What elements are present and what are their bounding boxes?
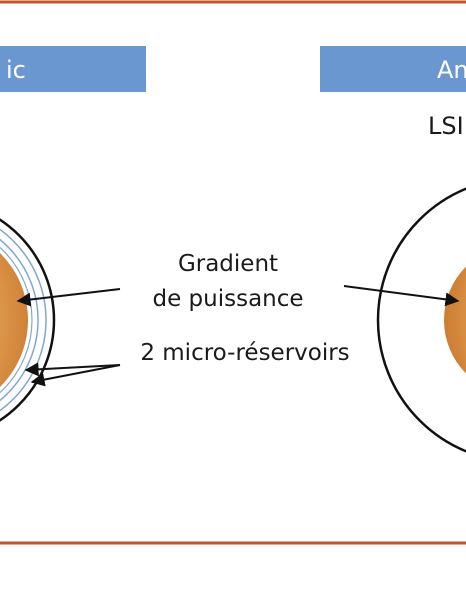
right-lens (376, 187, 466, 453)
gradient-label-line1: Gradient (178, 251, 278, 277)
right-header-bar (320, 46, 466, 92)
left-header-text: ic (6, 56, 26, 84)
left-reservoir-ring-outer (0, 228, 47, 412)
gradient-label-line2: de puissance (152, 286, 303, 312)
gradient-arrow-right (343, 285, 460, 307)
reservoir-arrow-upper (24, 362, 121, 377)
reservoir-arrow-lower (30, 364, 121, 387)
left-reservoir-ring-inner2 (0, 246, 33, 394)
gradient-arrow-left (16, 288, 121, 307)
left-lens-core (0, 253, 28, 387)
left-header-bar (0, 46, 146, 92)
reservoirs-label: 2 micro-réservoirs (140, 340, 349, 366)
right-lens-outline (376, 187, 466, 453)
right-sublabel: LSI (428, 112, 464, 140)
left-lens (0, 218, 56, 422)
right-header-text: An (437, 56, 466, 84)
left-reservoir-ring-inner (0, 238, 39, 402)
